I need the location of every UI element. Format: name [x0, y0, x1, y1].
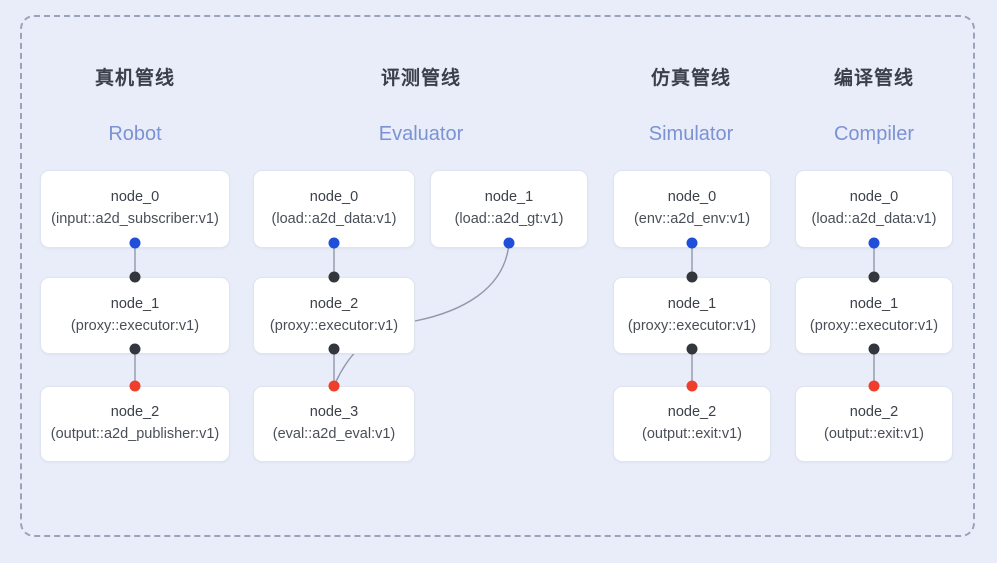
robot-node-2[interactable]: node_2(output::a2d_publisher:v1)	[40, 386, 230, 462]
robot-node-1-title: node_1	[110, 295, 160, 312]
simulator-node-1[interactable]: node_1(proxy::executor:v1)	[613, 277, 771, 354]
column-title-compiler: 编译管线	[833, 68, 914, 89]
simulator-node-0-output-port[interactable]	[686, 237, 698, 249]
column-subtitle-simulator: Simulator	[648, 123, 734, 145]
compiler-node-2-kind: (output::exit:v1)	[824, 426, 924, 442]
evaluator-node-2-input-port[interactable]	[328, 271, 340, 283]
simulator-node-2-input-port[interactable]	[686, 380, 698, 392]
evaluator-node-3-input-port[interactable]	[328, 380, 340, 392]
robot-node-0[interactable]: node_0(input::a2d_subscriber:v1)	[40, 170, 230, 248]
evaluator-node-2-title: node_2	[309, 295, 359, 312]
evaluator-node-1[interactable]: node_1(load::a2d_gt:v1)	[430, 170, 588, 248]
evaluator-node-3-kind: (eval::a2d_eval:v1)	[272, 426, 396, 442]
evaluator-node-1-output-port[interactable]	[503, 237, 515, 249]
evaluator-node-1-title: node_1	[484, 189, 534, 206]
evaluator-node-2-kind: (proxy::executor:v1)	[269, 317, 399, 334]
simulator-node-0-title: node_0	[667, 189, 717, 206]
compiler-node-2-input-port[interactable]	[868, 380, 880, 392]
compiler-node-1-title: node_1	[849, 295, 899, 312]
compiler-node-0-output-port[interactable]	[868, 237, 880, 249]
robot-node-1[interactable]: node_1(proxy::executor:v1)	[40, 277, 230, 354]
column-title-simulator: 仿真管线	[650, 68, 731, 89]
evaluator-node-3-title: node_3	[309, 404, 359, 421]
robot-node-2-title: node_2	[110, 404, 160, 421]
robot-node-1-kind: (proxy::executor:v1)	[70, 317, 200, 334]
robot-node-1-output-port[interactable]	[129, 343, 141, 355]
evaluator-node-0-kind: (load::a2d_data:v1)	[271, 211, 397, 227]
column-subtitle-evaluator: Evaluator	[378, 123, 464, 145]
simulator-node-0[interactable]: node_0(env::a2d_env:v1)	[613, 170, 771, 248]
column-subtitle-compiler: Compiler	[833, 123, 915, 145]
compiler-node-1-output-port[interactable]	[868, 343, 880, 355]
robot-node-2-input-port[interactable]	[129, 380, 141, 392]
evaluator-node-0[interactable]: node_0(load::a2d_data:v1)	[253, 170, 415, 248]
simulator-node-1-input-port[interactable]	[686, 271, 698, 283]
compiler-node-1[interactable]: node_1(proxy::executor:v1)	[795, 277, 953, 354]
evaluator-node-1-kind: (load::a2d_gt:v1)	[454, 211, 564, 227]
simulator-node-2-kind: (output::exit:v1)	[642, 426, 742, 442]
compiler-node-1-kind: (proxy::executor:v1)	[809, 317, 939, 334]
column-subtitle-robot: Robot	[108, 123, 162, 145]
compiler-node-0[interactable]: node_0(load::a2d_data:v1)	[795, 170, 953, 248]
compiler-node-0-title: node_0	[849, 189, 899, 206]
compiler-node-2[interactable]: node_2(output::exit:v1)	[795, 386, 953, 462]
evaluator-node-2[interactable]: node_2(proxy::executor:v1)	[253, 277, 415, 354]
evaluator-node-0-title: node_0	[309, 189, 359, 206]
evaluator-node-3[interactable]: node_3(eval::a2d_eval:v1)	[253, 386, 415, 462]
edge-evaluator-1-to-2	[414, 242, 510, 322]
compiler-node-2-title: node_2	[849, 404, 899, 421]
compiler-node-1-input-port[interactable]	[868, 271, 880, 283]
simulator-node-2[interactable]: node_2(output::exit:v1)	[613, 386, 771, 462]
robot-node-0-output-port[interactable]	[129, 237, 141, 249]
robot-node-0-kind: (input::a2d_subscriber:v1)	[51, 211, 219, 227]
evaluator-node-2-output-port[interactable]	[328, 343, 340, 355]
simulator-node-1-output-port[interactable]	[686, 343, 698, 355]
robot-node-0-title: node_0	[110, 189, 160, 206]
robot-node-2-kind: (output::a2d_publisher:v1)	[50, 426, 220, 442]
evaluator-node-0-output-port[interactable]	[328, 237, 340, 249]
simulator-node-2-title: node_2	[667, 404, 717, 421]
robot-node-1-input-port[interactable]	[129, 271, 141, 283]
simulator-node-0-kind: (env::a2d_env:v1)	[633, 211, 751, 227]
compiler-node-0-kind: (load::a2d_data:v1)	[811, 211, 937, 227]
column-title-evaluator: 评测管线	[380, 68, 461, 89]
column-title-robot: 真机管线	[94, 68, 175, 89]
simulator-node-1-title: node_1	[667, 295, 717, 312]
simulator-node-1-kind: (proxy::executor:v1)	[627, 317, 757, 334]
